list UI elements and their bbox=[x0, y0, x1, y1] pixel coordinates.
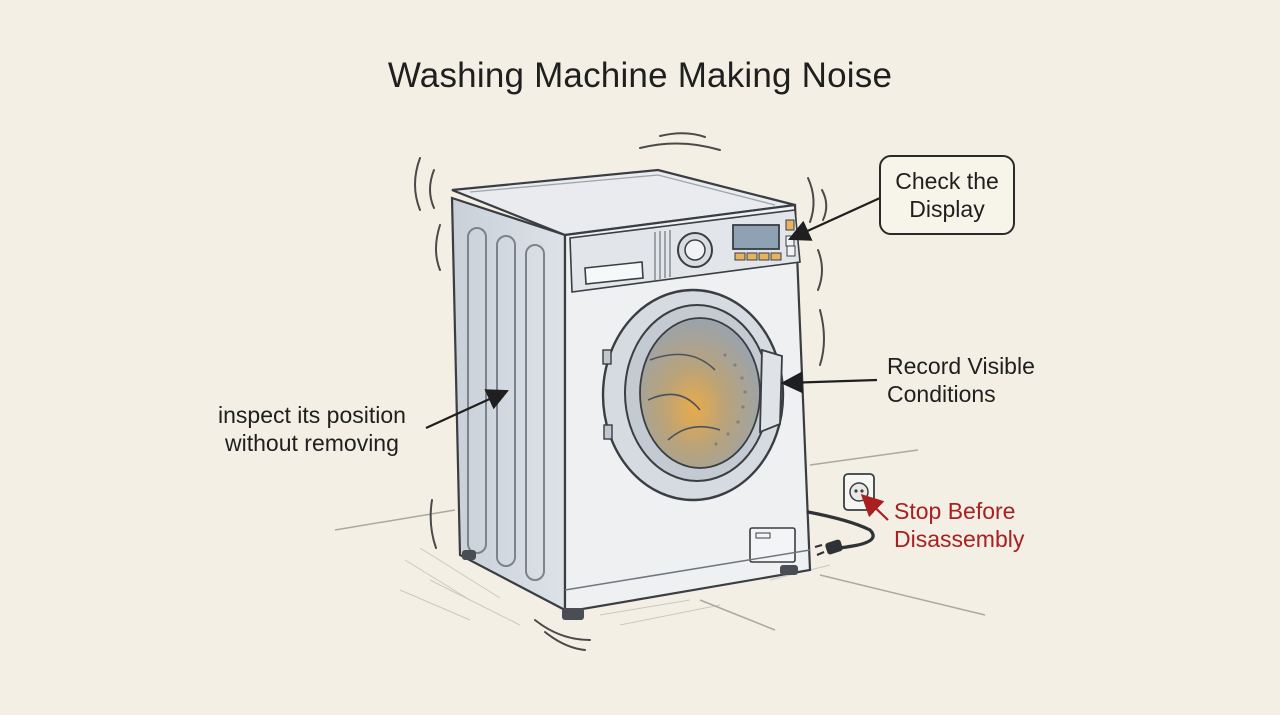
door-handle bbox=[759, 348, 783, 434]
filter-hatch bbox=[749, 527, 796, 563]
arrow-inspect-position bbox=[425, 389, 510, 430]
callout-line: Disassembly bbox=[894, 526, 1025, 552]
arrow-record-conditions bbox=[780, 371, 878, 394]
page-title: Washing Machine Making Noise bbox=[387, 56, 893, 95]
power-cord bbox=[806, 510, 875, 550]
callout-inspect-position: inspect its position without removing bbox=[218, 401, 406, 457]
callout-line: without removing bbox=[225, 430, 399, 456]
callout-check-display-text: Check the Display bbox=[881, 167, 1013, 223]
drum-window bbox=[639, 317, 761, 469]
callout-line: Check the bbox=[895, 168, 999, 194]
machine-feet bbox=[462, 550, 798, 620]
arrow-check-display bbox=[787, 196, 881, 241]
display-buttons bbox=[734, 252, 782, 261]
callout-check-display: Check the Display bbox=[879, 155, 1015, 235]
callout-line: Conditions bbox=[887, 381, 996, 407]
callout-record-conditions: Record Visible Conditions bbox=[887, 352, 1035, 408]
floor-shadow bbox=[399, 547, 831, 626]
detergent-drawer bbox=[584, 261, 644, 285]
callout-stop-disassembly: Stop Before Disassembly bbox=[894, 497, 1024, 553]
callout-line: Stop Before bbox=[894, 498, 1016, 524]
vibration-lines bbox=[414, 132, 828, 651]
floor-lines bbox=[334, 449, 986, 631]
display-screen bbox=[732, 224, 780, 250]
callout-line: Record Visible bbox=[887, 353, 1035, 379]
callout-line: inspect its position bbox=[218, 402, 406, 428]
callout-line: Display bbox=[909, 196, 985, 222]
power-plug bbox=[814, 539, 843, 557]
arrow-stop-disassembly bbox=[860, 493, 889, 521]
